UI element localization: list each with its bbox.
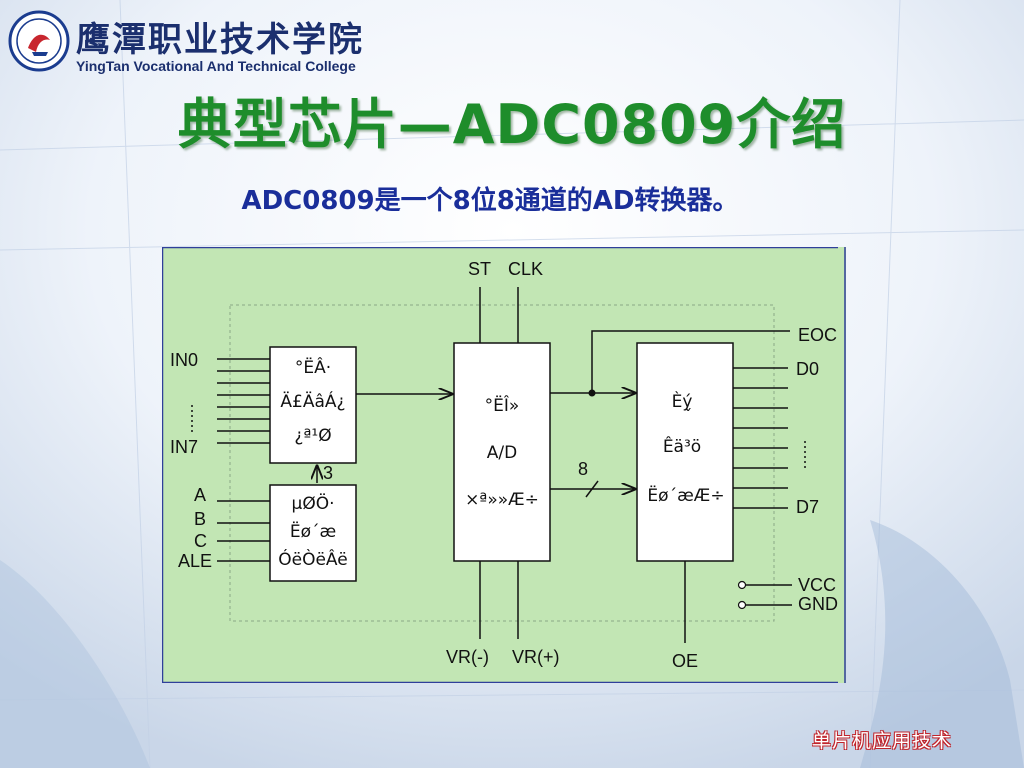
mux-line-2: Ä£ÄâÁ¿ xyxy=(280,390,345,412)
pin-c: C xyxy=(194,531,207,551)
pin-vr-minus: VR(-) xyxy=(446,647,489,667)
adc0809-block-diagram: °ËÂ· Ä£ÄâÁ¿ ¿ª¹Ø µØÖ· Ëø´æ ÓëÒëÂë °ËÎ» A… xyxy=(162,247,846,683)
adc-line-2: A/D xyxy=(487,443,517,463)
pin-a: A xyxy=(194,485,206,505)
pin-d0: D0 xyxy=(796,359,819,379)
pin-in7: IN7 xyxy=(170,437,198,457)
pin-b: B xyxy=(194,509,206,529)
pin-eoc: EOC xyxy=(798,325,837,345)
college-name-chinese: 鹰潭职业技术学院 xyxy=(76,20,364,60)
pin-vcc: VCC xyxy=(798,575,836,595)
mux-line-1: °ËÂ· xyxy=(295,356,331,378)
analog-input-lines xyxy=(217,358,270,444)
eoc-line xyxy=(591,330,790,393)
pin-clk: CLK xyxy=(508,259,543,279)
ad-converter-block xyxy=(453,342,551,562)
data-bus-width: 8 xyxy=(578,459,588,479)
address-latch-block xyxy=(269,484,357,582)
adc-line-1: °ËÎ» xyxy=(485,394,520,416)
adc-line-3: ×ª»»Æ÷ xyxy=(465,490,539,510)
buffer-line-3: Ëø´æÆ÷ xyxy=(647,485,724,506)
pin-vr-plus: VR(+) xyxy=(512,647,560,667)
buffer-line-1: Èý̬ xyxy=(672,390,693,412)
mux-line-3: ¿ª¹Ø xyxy=(294,426,331,446)
digital-output-lines xyxy=(733,367,788,509)
address-input-lines xyxy=(217,500,270,562)
college-name-english: YingTan Vocational And Technical College xyxy=(76,58,356,74)
course-footer: 单片机应用技术 xyxy=(812,730,953,752)
latch-line-2: Ëø´æ xyxy=(290,521,336,542)
bus-slash xyxy=(585,480,599,498)
pin-gnd: GND xyxy=(798,594,838,614)
output-buffer-block xyxy=(636,342,734,562)
pin-ale: ALE xyxy=(178,551,212,571)
latch-line-3: ÓëÒëÂë xyxy=(278,548,347,570)
slide-title: 典型芯片—ADC0809介绍 xyxy=(177,93,847,156)
pin-st: ST xyxy=(468,259,491,279)
pin-d7: D7 xyxy=(796,497,819,517)
pin-oe: OE xyxy=(672,651,698,671)
frame-right-mask xyxy=(838,247,846,683)
buffer-line-2: Êä³ö xyxy=(663,435,701,457)
gnd-terminal xyxy=(737,600,747,610)
pin-in0: IN0 xyxy=(170,350,198,370)
address-bus-width: 3 xyxy=(323,463,333,483)
college-emblem-icon xyxy=(8,10,70,72)
vcc-terminal xyxy=(737,580,747,590)
multiplexer-block xyxy=(269,346,357,464)
slide-subtitle: ADC0809是一个8位8通道的AD转换器。 xyxy=(241,186,739,216)
chip-outline xyxy=(229,304,775,622)
latch-line-1: µØÖ· xyxy=(292,492,335,514)
